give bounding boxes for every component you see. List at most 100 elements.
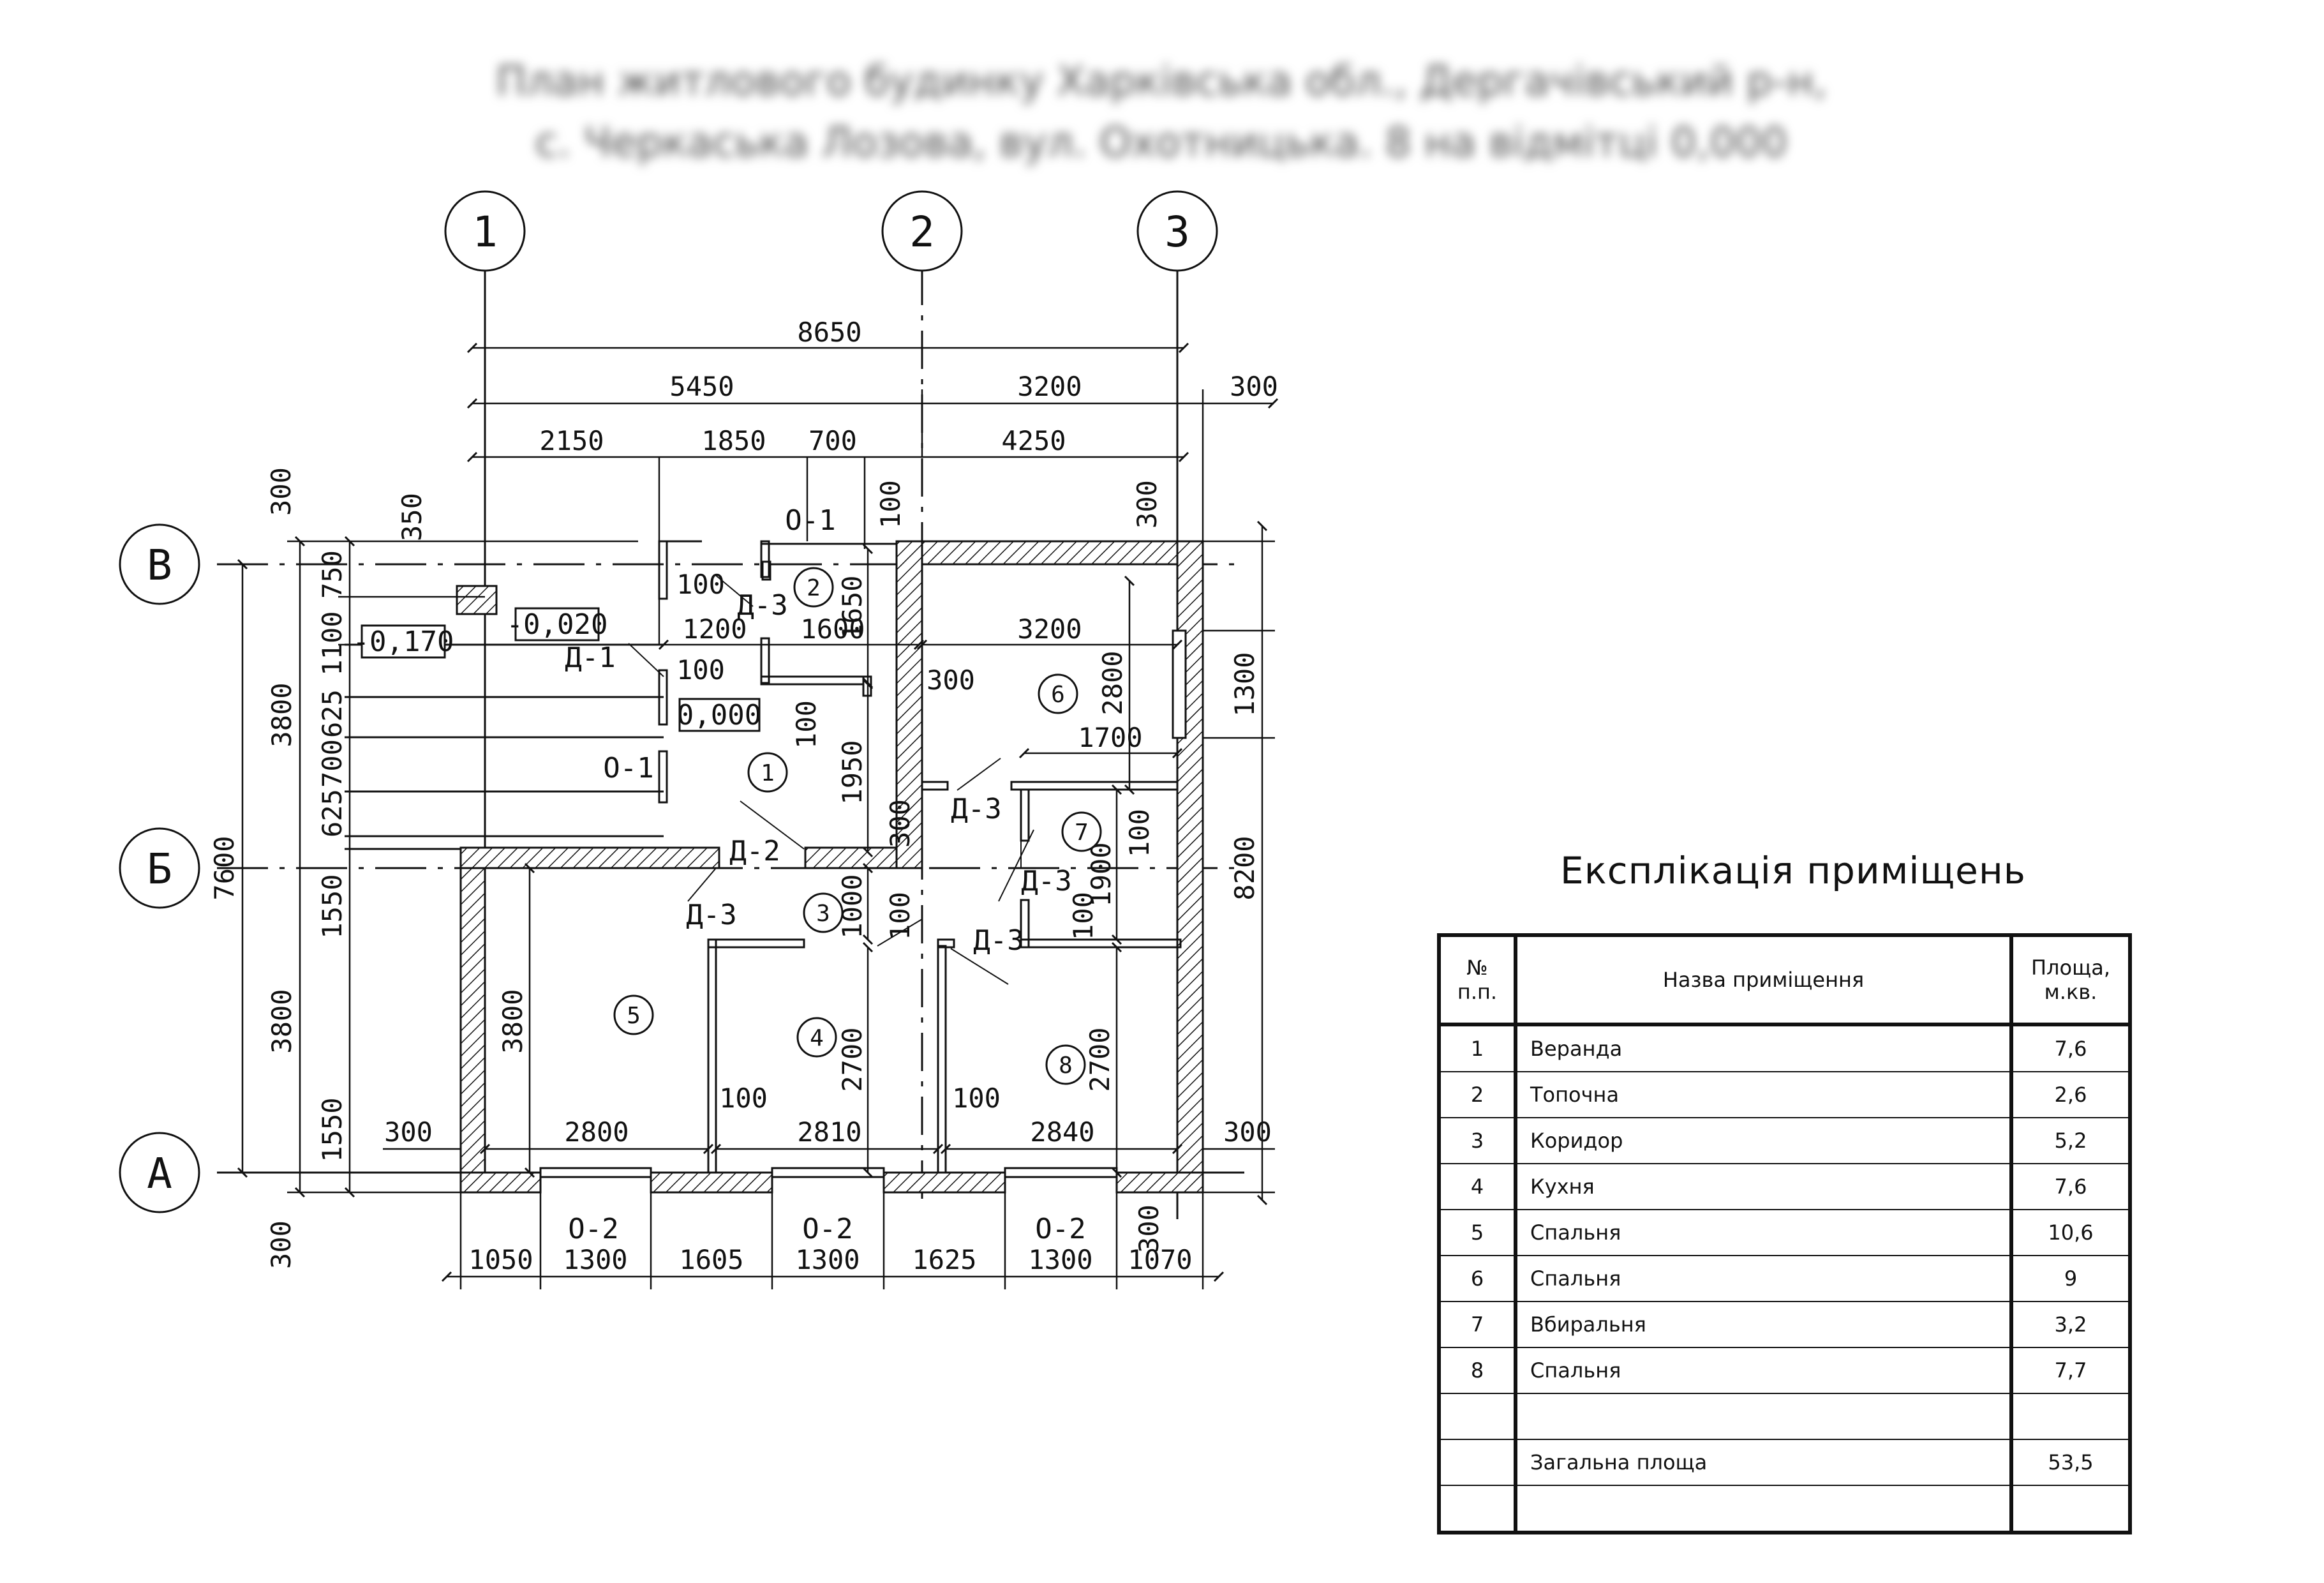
explication-col-area: Площа, м.кв. <box>2009 934 2131 1025</box>
mark-d3-right: Д-3 <box>951 793 1001 825</box>
dim-top-3200: 3200 <box>1017 371 1082 402</box>
dim-1950: 1950 <box>837 740 868 804</box>
dim-100-int-d: 100 <box>1124 809 1155 857</box>
mark-o2-b: О-2 <box>802 1213 853 1245</box>
axis-label-1: 1 <box>472 207 498 257</box>
row-area: 9 <box>2009 1255 2131 1302</box>
dim-2700-b: 2700 <box>1084 1027 1115 1092</box>
row-no: 5 <box>1438 1209 1517 1256</box>
drawing-title: План житлового будинку Харківська обл., … <box>459 51 1863 174</box>
axis-bubble-3 <box>1136 190 1218 272</box>
dim-100-int-c: 100 <box>791 700 822 749</box>
wall-bottom-3 <box>883 1171 1006 1194</box>
dim-1550-b: 1550 <box>317 1097 348 1162</box>
dim-300-bv: 300 <box>1133 1204 1165 1253</box>
dim-1070: 1070 <box>1128 1244 1192 1275</box>
dim-100-int-a: 100 <box>676 569 725 600</box>
dim-3800-left-b: 3800 <box>266 989 297 1053</box>
room-markers <box>613 567 1102 1085</box>
dim-100-top: 100 <box>875 480 906 529</box>
row-name: Вбиральня <box>1515 1301 2012 1348</box>
step-block <box>456 585 498 615</box>
wall-bottom-1 <box>459 1171 542 1194</box>
wall-mid-horizontal <box>459 846 720 869</box>
row-area: 10,6 <box>2009 1209 2131 1256</box>
dim-1300-b: 1300 <box>795 1244 860 1275</box>
room-number-4: 4 <box>810 1025 824 1051</box>
row-area: 7,6 <box>2009 1163 2131 1210</box>
table-row-empty <box>1438 1485 2131 1533</box>
dim-300-bl: 300 <box>384 1116 433 1148</box>
mark-d3-mid: Д-3 <box>686 899 736 931</box>
room-number-1: 1 <box>761 760 775 786</box>
wall-left <box>459 846 486 1194</box>
drawing-title-line2: с. Черкаська Лозова, вул. Охотницька. 8 … <box>535 119 1788 167</box>
windows-bottom <box>539 1167 1118 1178</box>
row-area: 2,6 <box>2009 1071 2131 1118</box>
row-no: 1 <box>1438 1024 1517 1072</box>
dim-2810: 2810 <box>797 1116 861 1148</box>
axis-bubble-b <box>119 827 200 909</box>
row-name: Спальня <box>1515 1255 2012 1302</box>
dim-700: 700 <box>317 739 348 788</box>
drawing-title-line1: План житлового будинку Харківська обл., … <box>496 58 1827 105</box>
mark-d3-bed: Д-3 <box>973 924 1024 957</box>
room-number-8: 8 <box>1059 1053 1073 1079</box>
level-minus-0170: -0,170 <box>353 626 454 658</box>
dim-top-4250: 4250 <box>1001 425 1066 456</box>
table-row: 5 Спальня 10,6 <box>1438 1209 2131 1256</box>
row-name: Топочна <box>1515 1071 2012 1118</box>
dim-3800-int: 3800 <box>497 989 528 1053</box>
dim-1605: 1605 <box>679 1244 743 1275</box>
room-number-6: 6 <box>1051 682 1065 708</box>
dim-1300-right: 1300 <box>1229 652 1260 716</box>
table-row: 7 Вбиральня 3,2 <box>1438 1301 2131 1348</box>
dim-1100: 1100 <box>317 611 348 675</box>
table-row: 4 Кухня 7,6 <box>1438 1163 2131 1210</box>
dim-100-ba: 100 <box>719 1083 768 1114</box>
dim-top-1850: 1850 <box>701 425 766 456</box>
row-area: 3,2 <box>2009 1301 2131 1348</box>
row-no: 2 <box>1438 1071 1517 1118</box>
mark-d1: Д-1 <box>565 641 615 674</box>
row-no: 3 <box>1438 1117 1517 1164</box>
axis-bubbles <box>119 190 1218 1213</box>
row-no: 6 <box>1438 1255 1517 1302</box>
dim-2840: 2840 <box>1030 1116 1094 1148</box>
row-name: Спальня <box>1515 1347 2012 1394</box>
dim-1625: 1625 <box>912 1244 976 1275</box>
dim-1700: 1700 <box>1078 722 1142 753</box>
dim-1600: 1600 <box>800 613 865 645</box>
dim-8200: 8200 <box>1229 836 1260 900</box>
dim-1550-a: 1550 <box>317 874 348 938</box>
dim-300-int: 300 <box>927 664 975 696</box>
level-marks <box>361 607 761 732</box>
row-area: 5,2 <box>2009 1117 2131 1164</box>
row-name: Веранда <box>1515 1024 2012 1072</box>
mark-d3-top: Д-3 <box>737 589 787 622</box>
wall-bottom-2 <box>650 1171 773 1194</box>
explication-table: № п.п. Назва приміщення Площа, м.кв. 1 В… <box>1437 933 2132 1534</box>
table-row-total: Загальна площа 53,5 <box>1438 1439 2131 1486</box>
row-name: Коридор <box>1515 1117 2012 1164</box>
level-0000: 0,000 <box>677 699 761 731</box>
room-number-2: 2 <box>807 575 821 601</box>
mark-d2: Д-2 <box>729 835 780 867</box>
dim-100-int-b: 100 <box>676 654 725 686</box>
mark-o1-left: О-1 <box>603 752 653 784</box>
dim-top-total: 8650 <box>797 317 861 348</box>
dim-top-300: 300 <box>1230 371 1278 402</box>
explication-heading: Експлікація приміщень <box>1560 849 2026 892</box>
dim-1300-c: 1300 <box>1028 1244 1092 1275</box>
wall-top-right <box>895 540 1204 566</box>
dim-100-bb: 100 <box>952 1083 1001 1114</box>
axis-label-a: А <box>147 1149 172 1198</box>
door-swings <box>628 574 1034 985</box>
dim-top-2150: 2150 <box>539 425 604 456</box>
dim-3200-int: 3200 <box>1017 613 1082 645</box>
total-label: Загальна площа <box>1515 1439 2012 1486</box>
level-minus-0020: -0,020 <box>507 608 608 641</box>
dim-300-br: 300 <box>1223 1116 1272 1148</box>
row-name: Спальня <box>1515 1209 2012 1256</box>
dim-1650: 1650 <box>837 575 868 640</box>
